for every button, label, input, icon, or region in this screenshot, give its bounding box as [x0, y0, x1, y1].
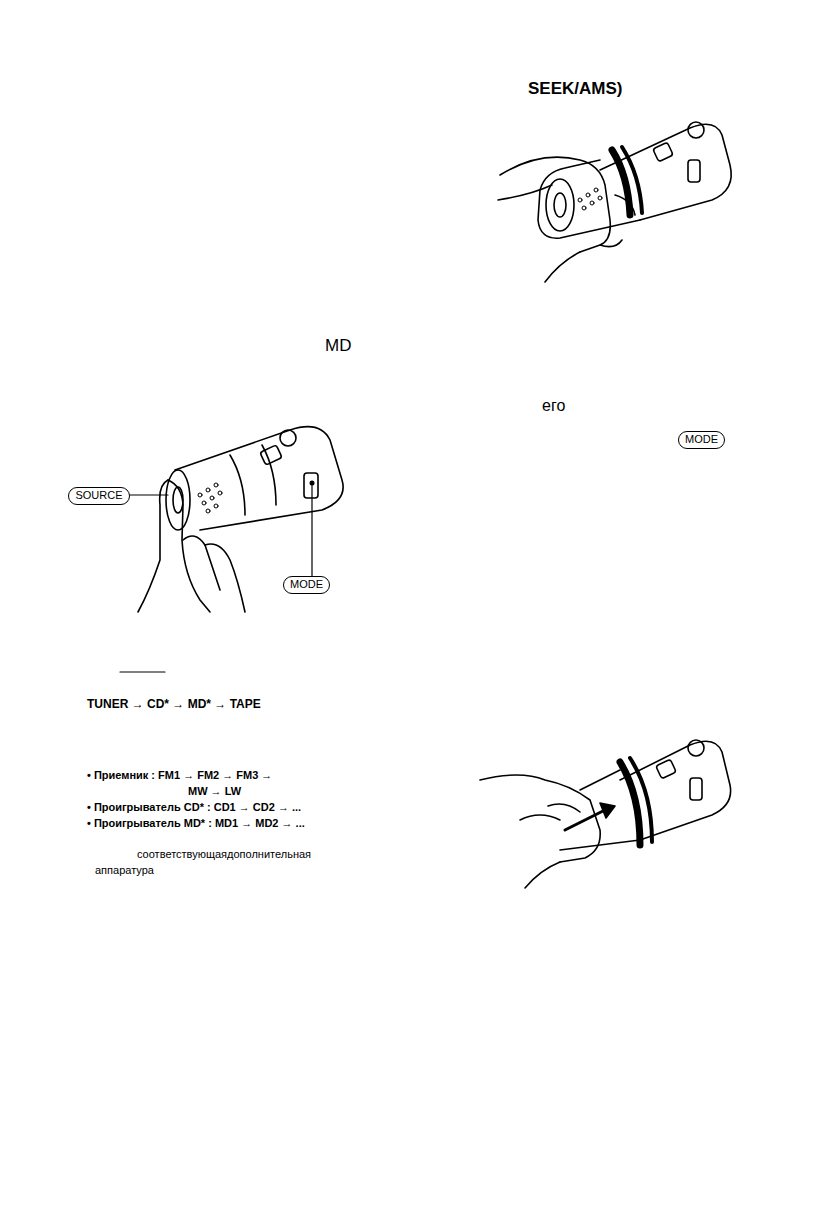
leader-line: [130, 494, 168, 495]
mode-sequence: MW → LW: [188, 785, 241, 798]
rule: [120, 671, 165, 672]
footnote: аппаратура: [95, 864, 154, 877]
source-sequence: TUNER → CD* → MD* → TAPE: [87, 698, 261, 712]
mode-sequence: • Проигрыватель CD* : CD1 → CD2 → ...: [87, 801, 301, 814]
body-text: его: [542, 397, 565, 415]
button-callout: SOURCE: [68, 487, 130, 505]
button-name: SOURCE: [75, 489, 122, 501]
button-name: MODE: [290, 578, 323, 590]
button-name: SEEK/AMS): [528, 79, 622, 99]
rotary-commander-pull: [480, 740, 731, 888]
source-name: MD: [325, 336, 351, 356]
button-callout: MODE: [283, 576, 330, 594]
button-callout: MODE: [678, 431, 725, 449]
rotary-commander-turn: [498, 122, 731, 282]
footnote: соответствующаядополнительная: [137, 848, 311, 861]
button-name: MODE: [685, 433, 718, 445]
mode-sequence: • Проигрыватель MD* : MD1 → MD2 → ...: [87, 817, 305, 830]
mode-sequence: • Приемник : FM1 → FM2 → FM3 →: [87, 769, 272, 782]
rotary-commander-press: [138, 427, 343, 612]
leader-line: [311, 483, 312, 576]
